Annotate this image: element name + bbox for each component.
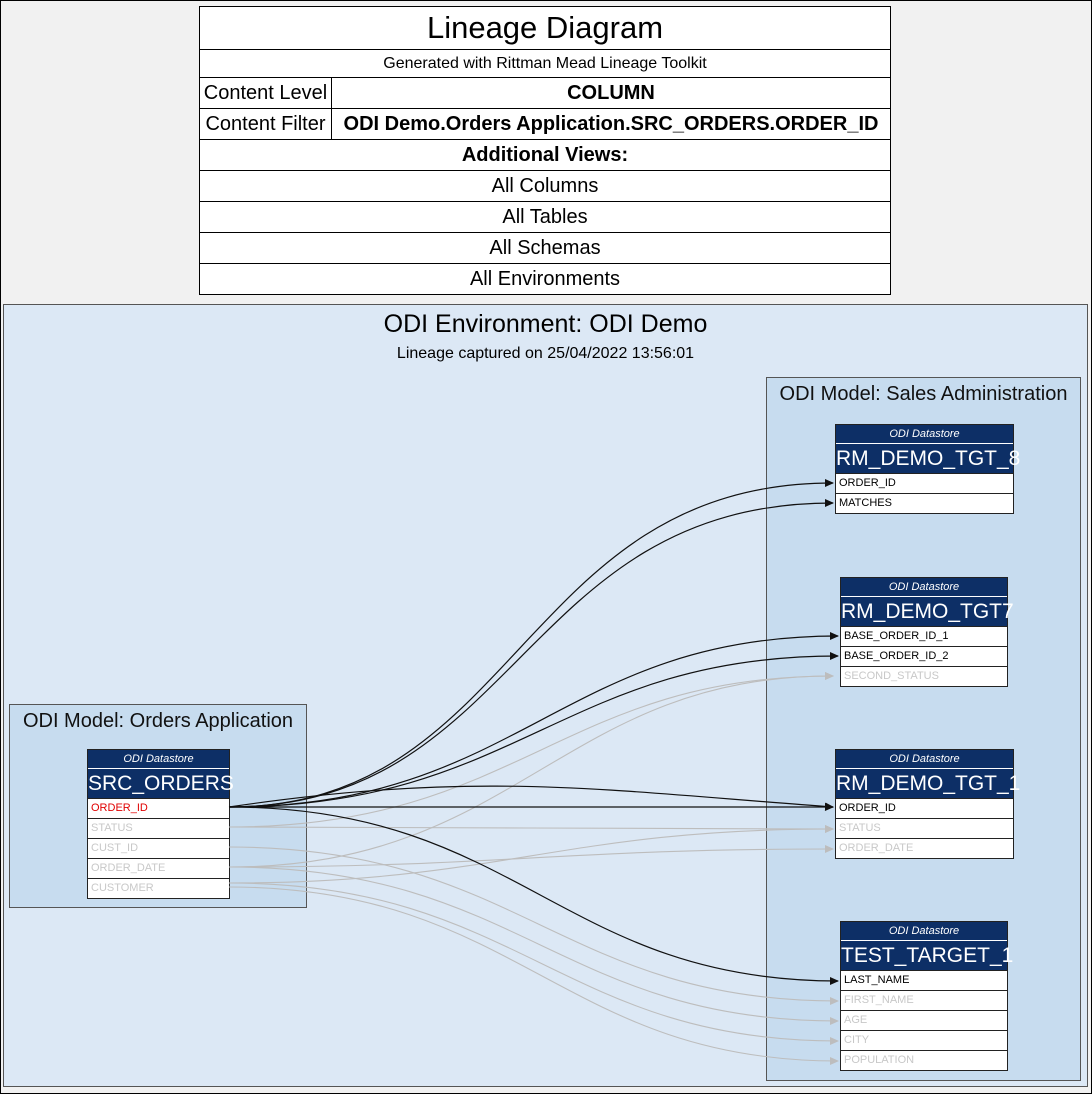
datastore-name: RM_DEMO_TGT_1 <box>836 772 1021 795</box>
datastore-src-orders[interactable]: ODI Datastore SRC_ORDERS ORDER_ID STATUS… <box>87 749 234 899</box>
datastore-type: ODI Datastore <box>836 425 1013 444</box>
view-link-all-tables[interactable]: All Tables <box>199 201 891 233</box>
view-link-all-schemas[interactable]: All Schemas <box>199 232 891 264</box>
content-level-value: COLUMN <box>331 77 891 109</box>
datastore-name: RM_DEMO_TGT7 <box>841 600 1014 623</box>
column-order-id[interactable]: ORDER_ID <box>836 473 1013 493</box>
content-filter-label: Content Filter <box>199 108 332 140</box>
view-link-all-columns[interactable]: All Columns <box>199 170 891 202</box>
column-city[interactable]: CITY <box>841 1030 1007 1050</box>
model-title: ODI Model: Orders Application <box>22 710 294 732</box>
environment-title: ODI Environment: ODI Demo <box>383 310 708 338</box>
diagram-title: Lineage Diagram <box>199 6 891 50</box>
column-first-name[interactable]: FIRST_NAME <box>841 990 1007 1010</box>
view-link-all-environments[interactable]: All Environments <box>199 263 891 295</box>
additional-views-label: Additional Views: <box>199 139 891 171</box>
column-customer[interactable]: CUSTOMER <box>88 878 229 898</box>
datastore-rm-demo-tgt-1[interactable]: ODI Datastore RM_DEMO_TGT_1 ORDER_ID STA… <box>835 749 1021 859</box>
column-status[interactable]: STATUS <box>836 818 1013 838</box>
column-age[interactable]: AGE <box>841 1010 1007 1030</box>
environment-subtitle: Lineage captured on 25/04/2022 13:56:01 <box>396 345 695 362</box>
datastore-type: ODI Datastore <box>88 750 229 769</box>
column-status[interactable]: STATUS <box>88 818 229 838</box>
column-order-date[interactable]: ORDER_DATE <box>88 858 229 878</box>
column-second-status[interactable]: SECOND_STATUS <box>841 666 1007 686</box>
datastore-rm-demo-tgt-8[interactable]: ODI Datastore RM_DEMO_TGT_8 ORDER_ID MAT… <box>835 424 1021 514</box>
model-title: ODI Model: Sales Administration <box>779 383 1068 405</box>
datastore-type: ODI Datastore <box>841 578 1007 597</box>
column-base-order-id-2[interactable]: BASE_ORDER_ID_2 <box>841 646 1007 666</box>
content-level-label: Content Level <box>199 77 332 109</box>
datastore-type: ODI Datastore <box>836 750 1013 769</box>
datastore-rm-demo-tgt7[interactable]: ODI Datastore RM_DEMO_TGT7 BASE_ORDER_ID… <box>840 577 1014 687</box>
column-population[interactable]: POPULATION <box>841 1050 1007 1070</box>
column-last-name[interactable]: LAST_NAME <box>841 970 1007 990</box>
datastore-type: ODI Datastore <box>841 922 1007 941</box>
diagram-subtitle: Generated with Rittman Mead Lineage Tool… <box>199 49 891 78</box>
column-base-order-id-1[interactable]: BASE_ORDER_ID_1 <box>841 626 1007 646</box>
header-table: Lineage Diagram Generated with Rittman M… <box>199 6 891 295</box>
column-cust-id[interactable]: CUST_ID <box>88 838 229 858</box>
datastore-test-target-1[interactable]: ODI Datastore TEST_TARGET_1 LAST_NAME FI… <box>840 921 1014 1071</box>
content-filter-value: ODI Demo.Orders Application.SRC_ORDERS.O… <box>331 108 891 140</box>
column-matches[interactable]: MATCHES <box>836 493 1013 513</box>
datastore-name: RM_DEMO_TGT_8 <box>836 447 1021 470</box>
column-order-id[interactable]: ORDER_ID <box>88 798 229 818</box>
datastore-name: SRC_ORDERS <box>88 772 234 795</box>
datastore-name: TEST_TARGET_1 <box>841 944 1014 967</box>
column-order-id[interactable]: ORDER_ID <box>836 798 1013 818</box>
column-order-date[interactable]: ORDER_DATE <box>836 838 1013 858</box>
